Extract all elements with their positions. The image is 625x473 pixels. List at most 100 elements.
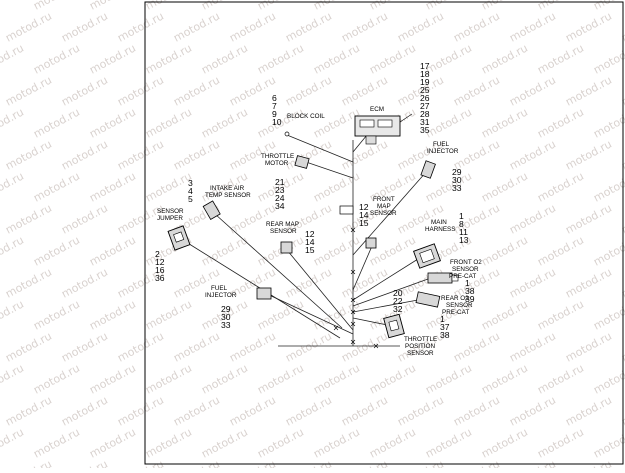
block-coil-label: BLOCK COIL: [287, 113, 325, 120]
wire-fuel-injector-bottom: [266, 293, 354, 335]
throttle-position-label: POSITION: [405, 343, 436, 350]
throttle-motor-label: THROTTLE: [261, 153, 294, 160]
main-harness-label: MAIN: [431, 219, 447, 226]
watermark-text: motod.ru: [423, 105, 474, 140]
watermark-text: motod.ru: [479, 297, 530, 332]
watermark-text: motod.ru: [563, 393, 614, 428]
watermark-text: motod.ru: [3, 137, 54, 172]
watermark-text: motod.ru: [535, 297, 586, 332]
watermark-text: motod.ru: [199, 41, 250, 76]
intake-air-temp-pin: 5: [188, 194, 193, 204]
watermark-text: motod.ru: [31, 361, 82, 396]
watermark-text: motod.ru: [535, 169, 586, 204]
ecm-pin: 17: [420, 61, 430, 71]
ecm-pin: 18: [420, 69, 430, 79]
throttle-motor-pin: 24: [275, 193, 285, 203]
watermark-text: motod.ru: [59, 201, 110, 236]
watermark-text: motod.ru: [339, 393, 390, 428]
watermark-text: motod.ru: [59, 9, 110, 44]
watermark-text: motod.ru: [87, 105, 138, 140]
watermark-text: motod.ru: [535, 425, 586, 460]
sensor-jumper-label: SENSOR: [157, 208, 184, 215]
watermark-text: motod.ru: [311, 233, 362, 268]
intake-air-temp-label: INTAKE AIR: [210, 185, 245, 192]
watermark-text: motod.ru: [87, 361, 138, 396]
watermark-text: motod.ru: [619, 393, 625, 428]
watermark-text: motod.ru: [479, 169, 530, 204]
fuel-injector-bottom-pin: 33: [221, 320, 231, 330]
main-harness-pin: 11: [459, 227, 468, 237]
watermark-text: motod.ru: [87, 0, 138, 13]
watermark-text: motod.ru: [3, 457, 54, 468]
watermark-text: motod.ru: [451, 393, 502, 428]
rear-o2-pin: 37: [440, 322, 450, 332]
watermark-text: motod.ru: [563, 265, 614, 300]
watermark-text: motod.ru: [143, 169, 194, 204]
watermark-text: motod.ru: [143, 41, 194, 76]
watermark-text: motod.ru: [451, 457, 502, 468]
watermark-text: motod.ru: [563, 9, 614, 44]
watermark-text: motod.ru: [423, 41, 474, 76]
watermark-text: motod.ru: [563, 73, 614, 108]
watermark-text: motod.ru: [339, 457, 390, 468]
watermark-text: motod.ru: [59, 393, 110, 428]
front-o2-label: SENSOR: [452, 266, 479, 273]
watermark-text: motod.ru: [619, 265, 625, 300]
watermark-text: motod.ru: [591, 169, 625, 204]
watermark-text: motod.ru: [87, 297, 138, 332]
watermark-text: motod.ru: [171, 9, 222, 44]
main-harness-label: HARNESS: [425, 226, 455, 233]
watermark-text: motod.ru: [311, 105, 362, 140]
block-coil-pin: 7: [272, 101, 277, 111]
watermark-text: motod.ru: [619, 201, 625, 236]
ecm-label: ECM: [370, 106, 384, 113]
watermark-text: motod.ru: [311, 41, 362, 76]
front-map-label: FRONT: [373, 196, 395, 203]
wire-throttle-motor: [305, 161, 354, 179]
block-coil-pin: 10: [272, 117, 282, 127]
watermark-text: motod.ru: [87, 233, 138, 268]
watermark-text: motod.ru: [479, 425, 530, 460]
fuel-injector-bottom-pin: 29: [221, 304, 231, 314]
throttle-motor-label: MOTOR: [265, 160, 289, 167]
watermark-text: motod.ru: [563, 457, 614, 468]
rear-map-pin: 15: [305, 245, 315, 255]
watermark-text: motod.ru: [255, 297, 306, 332]
watermark-text: motod.ru: [31, 41, 82, 76]
throttle-motor-pin: 34: [275, 201, 285, 211]
diagram-frame: [144, 1, 624, 465]
main-harness-component: MAIN HARNESS 1 8 11 13: [413, 211, 469, 269]
watermark-text: motod.ru: [591, 41, 625, 76]
watermark-text: motod.ru: [255, 41, 306, 76]
throttle-motor-pin: 23: [275, 185, 285, 195]
watermark-text: motod.ru: [283, 329, 334, 364]
watermark-text: motod.ru: [0, 233, 26, 268]
watermark-text: motod.ru: [367, 41, 418, 76]
fuel-injector-top-component: FUEL INJECTOR 29 30 33: [420, 141, 462, 193]
wire-front-map: [352, 245, 373, 291]
watermark-text: motod.ru: [619, 9, 625, 44]
watermark-text: motod.ru: [227, 73, 278, 108]
rear-map-pin: 14: [305, 237, 315, 247]
watermark-text: motod.ru: [591, 297, 625, 332]
watermark-text: motod.ru: [507, 9, 558, 44]
wire-fuel-injector-top: [352, 170, 428, 256]
rear-map-pin: 12: [305, 229, 315, 239]
watermark-text: motod.ru: [283, 265, 334, 300]
throttle-position-label: SENSOR: [407, 350, 434, 357]
watermark-text: motod.ru: [367, 361, 418, 396]
ecm-pin: 28: [420, 109, 430, 119]
watermark-text: motod.ru: [199, 425, 250, 460]
intake-air-temp-sensor-component: INTAKE AIR TEMP SENSOR 3 4 5: [188, 178, 251, 220]
watermark-text: motod.ru: [3, 201, 54, 236]
front-map-label: MAP: [377, 203, 391, 210]
intake-air-temp-label: TEMP SENSOR: [205, 192, 251, 199]
front-map-sensor-component: FRONT MAP SENSOR 12 14 15: [359, 196, 397, 249]
fuel-injector-top-label: INJECTOR: [427, 148, 459, 155]
watermark-text: motod.ru: [451, 73, 502, 108]
watermark-text: motod.ru: [479, 105, 530, 140]
watermark-text: motod.ru: [115, 457, 166, 468]
watermark-text: motod.ru: [3, 265, 54, 300]
watermark-text: motod.ru: [59, 457, 110, 468]
